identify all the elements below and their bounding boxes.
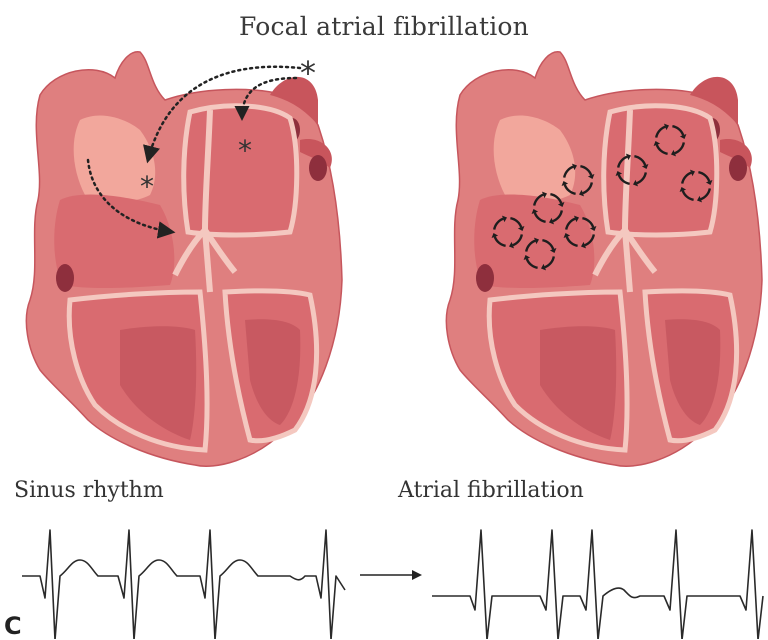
atrial-fibrillation-label: Atrial fibrillation xyxy=(398,478,584,503)
ectopic-focus-marker: * xyxy=(140,170,154,203)
ectopic-focus-marker: * xyxy=(238,134,252,167)
panel-letter: C xyxy=(4,612,22,640)
heart-right xyxy=(446,52,762,466)
transition-arrow xyxy=(360,570,422,580)
heart-left: * * * xyxy=(26,52,342,466)
ecg-atrial-fibrillation xyxy=(432,530,763,639)
ectopic-focus-marker: * xyxy=(300,54,316,92)
sinus-rhythm-label: Sinus rhythm xyxy=(14,478,164,503)
ecg-sinus-rhythm xyxy=(22,530,345,639)
